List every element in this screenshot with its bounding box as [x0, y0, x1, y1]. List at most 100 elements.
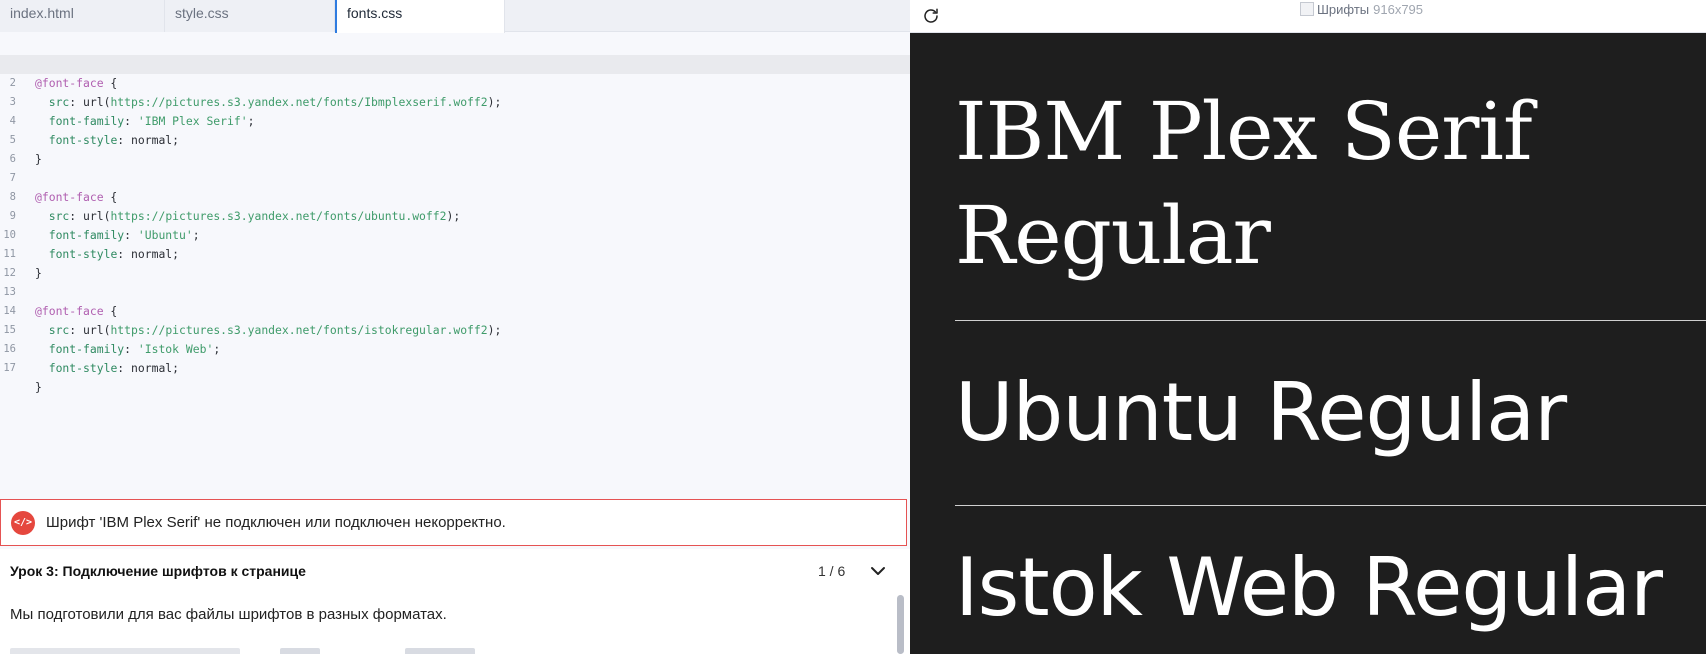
- css-string: 'IBM Plex Serif': [137, 114, 248, 128]
- error-message: </> Шрифт 'IBM Plex Serif' не подключен …: [0, 499, 907, 546]
- line-number: 16: [3, 343, 16, 355]
- frame-icon: [1300, 2, 1314, 16]
- code-line[interactable]: 11 }: [0, 226, 910, 280]
- code-line[interactable]: 6: [0, 131, 910, 165]
- code-line[interactable]: 15 font-family: 'Istok Web';: [0, 302, 910, 356]
- code-line[interactable]: 8 src: url(https://pictures.s3.yandex.ne…: [0, 169, 910, 223]
- code-text: : url(: [69, 95, 111, 109]
- code-text: : normal;: [117, 133, 180, 147]
- code-text: {: [103, 304, 118, 318]
- css-property: font-style: [48, 133, 118, 147]
- line-number: 14: [3, 305, 16, 317]
- font-url: https://pictures.s3.yandex.net/fonts/Ibm…: [110, 95, 488, 109]
- code-text: );: [487, 323, 502, 337]
- line-number: 13: [3, 286, 16, 298]
- code-line[interactable]: 10 font-style: normal;: [0, 207, 910, 261]
- code-text: :: [124, 228, 138, 242]
- lesson-progress: 1 / 6: [818, 563, 846, 579]
- code-error-icon: </>: [11, 511, 35, 535]
- css-string: 'Ubuntu': [137, 228, 193, 242]
- code-text: {: [103, 190, 118, 204]
- code-line[interactable]: 14 src: url(https://pictures.s3.yandex.n…: [0, 283, 910, 337]
- editor-tabs: index.html style.css fonts.css: [0, 0, 910, 33]
- at-rule: @font-face: [35, 304, 104, 318]
- line-number: 6: [9, 153, 16, 165]
- line-number: 10: [3, 229, 16, 241]
- line-number: 17: [3, 362, 16, 374]
- line-number: 5: [9, 134, 16, 146]
- code-text: }: [35, 380, 42, 394]
- code-text: }: [35, 266, 42, 280]
- font-sample-istok-web: Istok Web Regular: [955, 541, 1663, 634]
- at-rule: @font-face: [35, 190, 104, 204]
- css-property: src: [48, 209, 70, 223]
- line-number: 11: [3, 248, 16, 260]
- code-editor[interactable]: 1 @font-face { 2 src: url(https://pictur…: [0, 36, 910, 394]
- code-text: :: [124, 114, 138, 128]
- line-number: 8: [9, 191, 16, 203]
- tab-index-html[interactable]: index.html: [0, 0, 165, 32]
- lesson-text: Мы подготовили для вас файлы шрифтов в р…: [10, 606, 447, 623]
- font-url: https://pictures.s3.yandex.net/fonts/ist…: [110, 323, 488, 337]
- code-text: : normal;: [117, 247, 180, 261]
- font-sample-ibm-plex-serif: IBM Plex Serif Regular: [955, 85, 1533, 282]
- code-line[interactable]: 4 font-style: normal;: [0, 93, 910, 147]
- code-text: ;: [213, 342, 221, 356]
- line-number: 4: [9, 115, 16, 127]
- lesson-title: Урок 3: Подключение шрифтов к странице: [10, 563, 306, 579]
- lesson-text-overflow: [10, 645, 500, 654]
- font-sample-ubuntu: Ubuntu Regular: [955, 366, 1567, 459]
- code-text: : normal;: [117, 361, 180, 375]
- editor-pane: index.html style.css fonts.css 1 @font-f…: [0, 0, 910, 654]
- code-line-highlighted[interactable]: 2 src: url(https://pictures.s3.yandex.ne…: [0, 55, 910, 109]
- preview-title: Шрифты: [1317, 2, 1370, 17]
- text-placeholder: [10, 648, 240, 654]
- code-text: ;: [192, 228, 200, 242]
- css-string: 'Istok Web': [137, 342, 214, 356]
- line-number: 15: [3, 324, 16, 336]
- tab-style-css[interactable]: style.css: [165, 0, 335, 32]
- line-number: 3: [9, 96, 16, 108]
- code-line[interactable]: 5 }: [0, 112, 910, 166]
- lesson-panel: Урок 3: Подключение шрифтов к странице 1…: [0, 549, 910, 654]
- divider: [955, 505, 1706, 506]
- code-text: ;: [247, 114, 255, 128]
- css-property: font-style: [48, 247, 118, 261]
- error-text: Шрифт 'IBM Plex Serif' не подключен или …: [46, 514, 506, 531]
- code-line[interactable]: 7 @font-face {: [0, 150, 910, 204]
- code-text: }: [35, 152, 42, 166]
- tab-fonts-css[interactable]: fonts.css: [335, 0, 505, 33]
- code-chip: [280, 648, 320, 654]
- code-line[interactable]: 17 }: [0, 340, 910, 394]
- code-line[interactable]: 13 @font-face {: [0, 264, 910, 318]
- preview-size: 916x795: [1373, 2, 1424, 17]
- code-line[interactable]: 3 font-family: 'IBM Plex Serif';: [0, 74, 910, 128]
- code-text: );: [446, 209, 461, 223]
- code-line[interactable]: 9 font-family: 'Ubuntu';: [0, 188, 910, 242]
- css-property: font-family: [48, 114, 125, 128]
- css-property: font-family: [48, 342, 125, 356]
- code-text: : url(: [69, 209, 111, 223]
- code-text: {: [103, 76, 118, 90]
- code-text: :: [124, 342, 138, 356]
- line-number: 7: [9, 172, 16, 184]
- css-property: font-family: [48, 228, 125, 242]
- line-number: 12: [3, 267, 16, 279]
- css-property: src: [48, 95, 70, 109]
- line-number: 9: [9, 210, 16, 222]
- divider: [955, 320, 1706, 321]
- code-chip: [405, 648, 475, 654]
- css-property: src: [48, 323, 70, 337]
- code-line[interactable]: 16 font-style: normal;: [0, 321, 910, 375]
- code-text: : url(: [69, 323, 111, 337]
- code-line[interactable]: 12: [0, 245, 910, 279]
- code-text: );: [487, 95, 502, 109]
- code-line[interactable]: 1 @font-face {: [0, 36, 910, 90]
- scrollbar-thumb[interactable]: [897, 595, 904, 654]
- font-url: https://pictures.s3.yandex.net/fonts/ubu…: [110, 209, 447, 223]
- chevron-down-icon[interactable]: [866, 559, 890, 583]
- at-rule: @font-face: [35, 76, 104, 90]
- refresh-icon[interactable]: [922, 7, 940, 25]
